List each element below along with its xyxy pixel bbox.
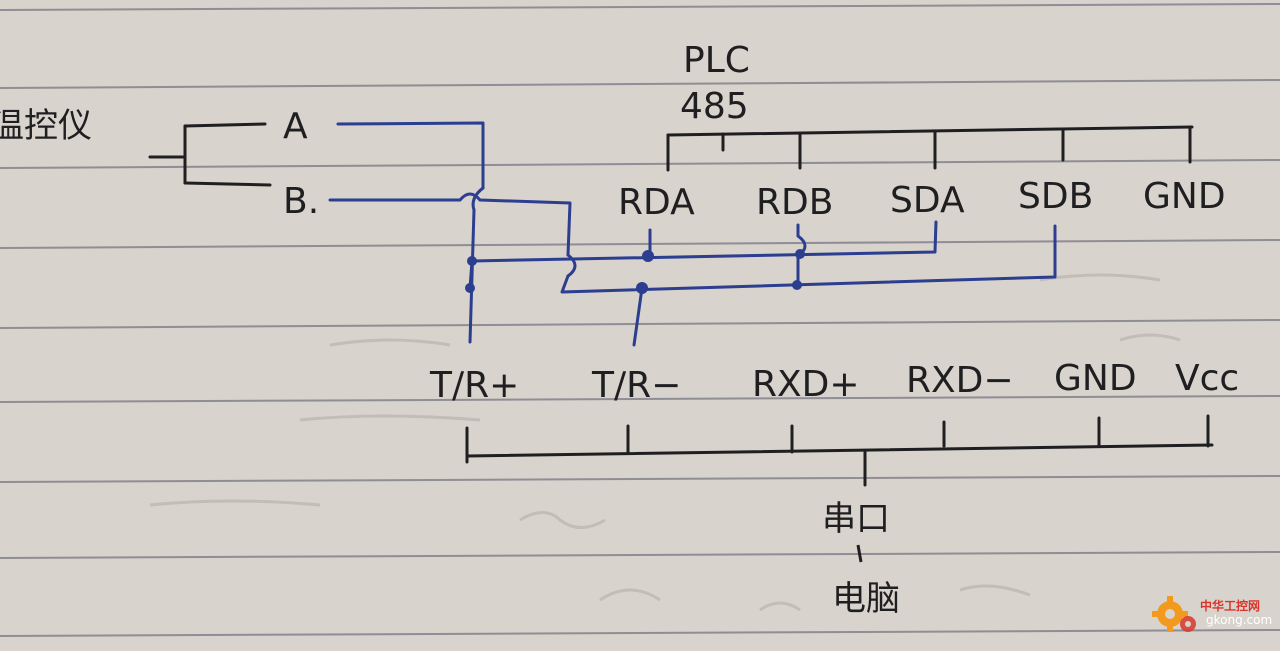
serial-terminal-vcc: Vcc — [1175, 358, 1239, 399]
gear-icon — [1152, 596, 1188, 632]
plc-terminal-sdb: SDB — [1018, 176, 1093, 217]
plc-bus — [666, 125, 1194, 172]
instrument-connector — [148, 122, 272, 187]
ruled-lines — [0, 3, 1280, 637]
plc-port: 485 — [680, 86, 749, 127]
serial-port-label: 串口 — [822, 499, 890, 539]
computer-label: 电脑 — [832, 579, 900, 619]
plc-terminal-gnd: GND — [1143, 176, 1226, 217]
instrument-terminal-a: A — [283, 106, 308, 147]
serial-terminal-tr-plus: T/R+ — [429, 365, 519, 406]
plc-title: PLC — [683, 40, 750, 81]
bleed-through-marks — [149, 273, 1181, 612]
serial-terminal-gnd: GND — [1054, 358, 1137, 399]
watermark-brand: 中华工控网 — [1200, 598, 1260, 613]
instrument-terminal-b: B. — [283, 181, 319, 222]
serial-terminal-tr-minus: T/R− — [591, 365, 681, 406]
serial-terminal-rxd-plus: RXD+ — [752, 364, 860, 405]
blue-wiring — [328, 121, 1057, 347]
plc-terminal-sda: SDA — [890, 180, 965, 221]
junction-dots — [465, 249, 805, 294]
serial-terminal-rxd-minus: RXD− — [906, 360, 1014, 401]
serial-bus — [465, 414, 1214, 487]
serial-to-computer-tick — [856, 544, 863, 563]
watermark: 中华工控网 gkong.com — [1152, 596, 1272, 632]
plc-terminal-rda: RDA — [618, 182, 695, 223]
instrument-name: 温控仪 — [0, 106, 92, 146]
watermark-url: gkong.com — [1206, 613, 1272, 627]
plc-terminal-rdb: RDB — [756, 182, 833, 223]
